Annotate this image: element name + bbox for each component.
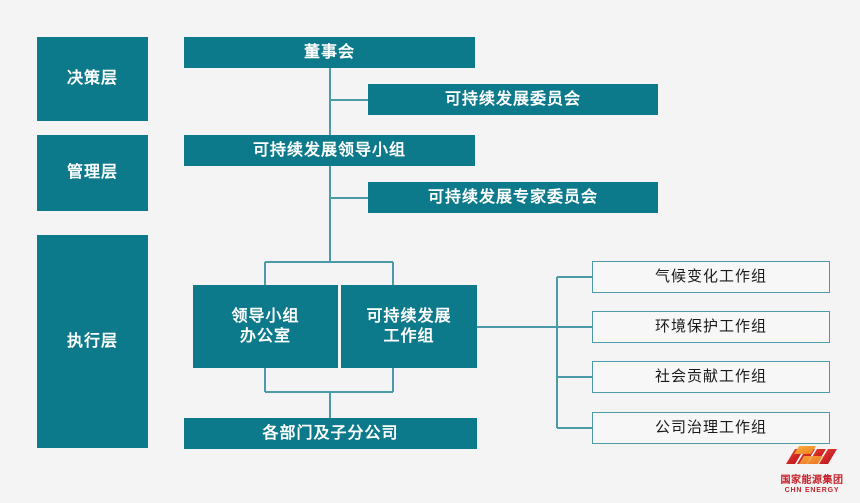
layer-bar-execution: 执行层 bbox=[37, 235, 148, 448]
node-label-working-group-climate: 气候变化工作组 bbox=[654, 267, 767, 285]
node-sd-working-group: 可持续发展 工作组 bbox=[341, 285, 477, 368]
node-label-working-group-governance: 公司治理工作组 bbox=[654, 418, 767, 436]
node-departments-subsidiaries: 各部门及子分公司 bbox=[184, 418, 477, 449]
layer-bar-management: 管理层 bbox=[37, 135, 148, 211]
layer-label-decision: 决策层 bbox=[66, 70, 118, 87]
logo-name-en: CHN ENERGY bbox=[784, 487, 840, 494]
node-working-group-social: 社会贡献工作组 bbox=[592, 361, 830, 393]
node-sd-expert-committee: 可持续发展专家委员会 bbox=[368, 182, 658, 213]
node-label-sd-working-group-line1: 可持续发展 bbox=[366, 307, 452, 325]
company-logo: 国家能源集团 CHN ENERGY bbox=[772, 444, 852, 496]
node-sd-leading-group: 可持续发展领导小组 bbox=[184, 135, 475, 166]
logo-name-cn: 国家能源集团 bbox=[780, 475, 844, 486]
node-working-group-climate: 气候变化工作组 bbox=[592, 261, 830, 293]
node-label-leading-group-office-line1: 领导小组 bbox=[231, 307, 300, 325]
node-label-working-group-environment: 环境保护工作组 bbox=[654, 317, 767, 335]
node-label-board: 董事会 bbox=[303, 43, 355, 61]
layer-label-management: 管理层 bbox=[66, 164, 118, 181]
node-board-of-directors: 董事会 bbox=[184, 37, 475, 68]
node-working-group-environment: 环境保护工作组 bbox=[592, 311, 830, 343]
node-label-leading-group-office-line2: 办公室 bbox=[239, 327, 291, 345]
node-leading-group-office: 领导小组 办公室 bbox=[193, 285, 338, 368]
node-label-sd-expert-committee: 可持续发展专家委员会 bbox=[427, 188, 598, 206]
node-sd-committee: 可持续发展委员会 bbox=[368, 84, 658, 115]
node-label-sd-committee: 可持续发展委员会 bbox=[444, 90, 581, 108]
node-working-group-governance: 公司治理工作组 bbox=[592, 412, 830, 444]
layer-label-execution: 执行层 bbox=[66, 332, 118, 350]
node-label-sd-leading-group: 可持续发展领导小组 bbox=[252, 141, 406, 159]
chn-energy-emblem-icon bbox=[786, 446, 837, 464]
node-label-working-group-social: 社会贡献工作组 bbox=[654, 367, 767, 385]
node-label-departments-subsidiaries: 各部门及子分公司 bbox=[262, 424, 399, 442]
layer-bar-decision: 决策层 bbox=[37, 37, 148, 121]
node-label-sd-working-group-line2: 工作组 bbox=[383, 327, 435, 345]
